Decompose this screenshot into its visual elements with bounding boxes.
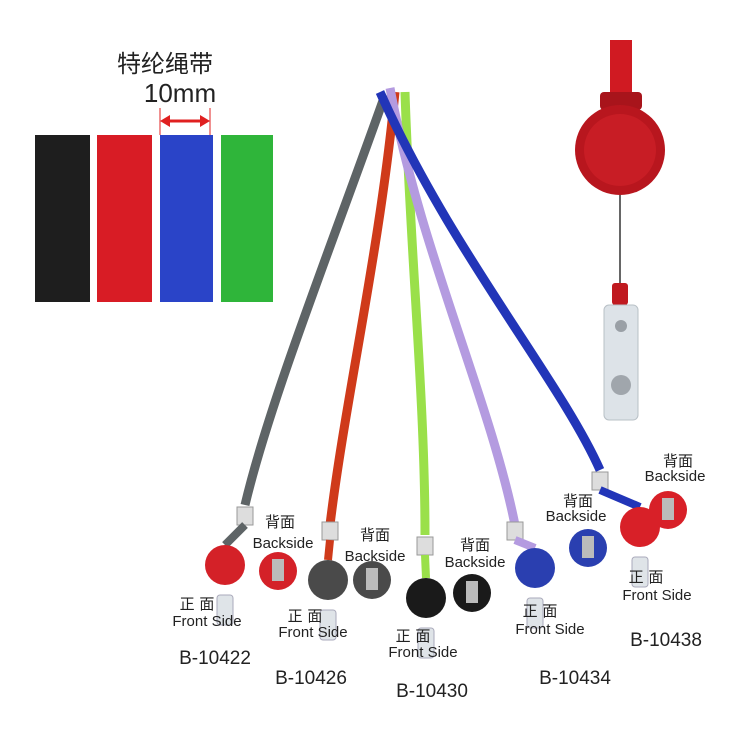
lanyard-B-10422 (205, 93, 390, 626)
badge-clip (216, 594, 234, 626)
swatch-green (221, 135, 273, 302)
label-back-cn: 背面 (265, 513, 295, 531)
swatch-blue (160, 135, 213, 302)
belt-clip (582, 536, 594, 558)
badge-clip (417, 627, 435, 659)
label-code: B-10438 (630, 630, 702, 651)
buckle (416, 536, 434, 556)
label-back-en: Backside (645, 468, 706, 485)
label-back-en: Backside (445, 554, 506, 571)
label-back-cn: 背面 (563, 492, 593, 510)
swatch-red (97, 135, 152, 302)
label-back-en: Backside (546, 508, 607, 525)
label-front-en: Front Side (515, 621, 584, 638)
lanyard-strap (375, 90, 605, 472)
buckle (506, 521, 524, 541)
material-title: 特纶绳带 (117, 50, 213, 78)
red-badge-reel-closeup (575, 40, 665, 421)
lanyard-B-10438 (375, 90, 687, 588)
belt-clip (466, 581, 478, 603)
badge-clip (526, 597, 544, 629)
lanyard-strap (240, 93, 390, 507)
width-arrow-icon (159, 108, 211, 135)
label-front-cn: 正 面 (523, 602, 558, 620)
label-back-cn: 背面 (460, 536, 490, 554)
label-code: B-10422 (179, 648, 251, 669)
label-back-cn: 背面 (360, 526, 390, 544)
lanyard-strap (385, 87, 520, 526)
badge-reel-front (515, 548, 555, 588)
badge-reel-front (406, 578, 446, 618)
label-front-en: Front Side (278, 624, 347, 641)
belt-clip (272, 559, 284, 581)
belt-clip (662, 498, 674, 520)
buckle (591, 471, 609, 491)
width-label: 10mm (144, 78, 216, 108)
badge-clip (631, 556, 649, 588)
belt-clip (366, 568, 378, 590)
swatch-black (35, 135, 90, 302)
label-back-cn: 背面 (663, 452, 693, 470)
badge-reel-front (620, 507, 660, 547)
label-front-en: Front Side (622, 587, 691, 604)
label-code: B-10430 (396, 681, 468, 702)
lanyard-B-10434 (385, 87, 607, 629)
label-front-en: Front Side (388, 644, 457, 661)
label-code: B-10434 (539, 668, 611, 689)
label-back-en: Backside (345, 548, 406, 565)
label-front-cn: 正 面 (180, 595, 215, 613)
label-front-cn: 正 面 (629, 568, 664, 586)
label-code: B-10426 (275, 668, 347, 689)
buckle (321, 521, 339, 541)
label-back-en: Backside (253, 535, 314, 552)
label-front-cn: 正 面 (288, 607, 323, 625)
badge-reel-front (308, 560, 348, 600)
lanyard-strap (325, 91, 400, 526)
badge-reel-front (205, 545, 245, 585)
badge-clip (319, 609, 337, 641)
label-front-en: Front Side (172, 613, 241, 630)
lanyard-B-10426 (308, 91, 400, 641)
buckle (236, 506, 254, 526)
label-front-cn: 正 面 (396, 627, 431, 645)
